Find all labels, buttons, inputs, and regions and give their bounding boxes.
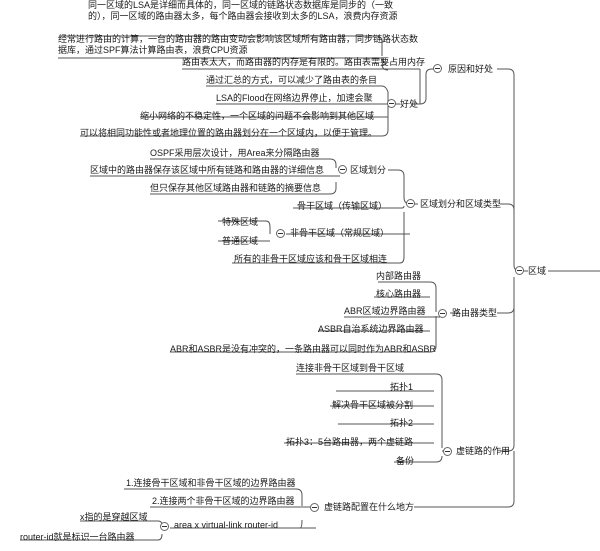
collapse-command-toggle[interactable] <box>160 522 169 531</box>
node-backbone-area: 骨干区域（传输区域） <box>297 201 388 211</box>
node-stability: 缩小网络的不稳定性，一个区域的问题不会影响到其他区域 <box>140 111 375 121</box>
collapse-area-division-toggle[interactable] <box>338 165 347 174</box>
node-benefits[interactable]: 好处 <box>400 99 419 109</box>
node-non-backbone-connect: 所有的非骨干区域应该和骨干区域相连 <box>234 254 388 264</box>
collapse-virtual-link-config-toggle[interactable] <box>310 503 319 512</box>
node-topology-3: 拓扑3：5台路由器，两个虚链路 <box>286 437 414 447</box>
node-non-backbone-area[interactable]: 非骨干区域（常规区域） <box>290 228 390 238</box>
node-backbone-split: 解决骨干区域被分割 <box>332 400 414 410</box>
node-router-types[interactable]: 路由器类型 <box>452 308 498 318</box>
node-lsa-memory: 同一区域的LSA是详细而具体的，同一区域的链路状态数据库是同步的（一致的），同一… <box>88 0 398 21</box>
node-router-id-note: router-id就是标识一台路由器 <box>20 532 135 542</box>
node-virtual-link-config[interactable]: 虚链路配置在什么地方 <box>324 502 415 512</box>
node-connect-to-backbone: 连接非骨干区域到骨干区域 <box>296 363 405 373</box>
node-backup: 备份 <box>396 456 415 466</box>
collapse-router-types-toggle[interactable] <box>438 309 447 318</box>
collapse-root-toggle[interactable] <box>515 266 524 275</box>
node-topology-2: 拓扑2 <box>390 418 414 428</box>
node-area-detail: 区域中的路由器保存该区域中所有链路和路由器的详细信息 <box>90 165 325 175</box>
node-abr-asbr-note: ABR和ASBR是没有冲突的，一条路由器可以同时作为ABR和ASBR <box>170 344 437 354</box>
node-x-transit-area: x指的是穿越区域 <box>80 512 148 522</box>
node-internal-router: 内部路由器 <box>376 271 422 281</box>
collapse-reasons-toggle[interactable] <box>433 64 442 73</box>
node-summary-other: 但只保存其他区域路由器和链路的摘要信息 <box>150 183 322 193</box>
node-config-backbone-border: 1.连接骨干区域和非骨干区域的边界路由器 <box>126 478 296 488</box>
node-normal-area: 普通区域 <box>222 236 259 246</box>
node-core-router: 核心路由器 <box>376 289 422 299</box>
node-reasons-benefits[interactable]: 原因和好处 <box>448 64 494 74</box>
node-config-two-non-backbone: 2.连接两个非骨干区域的边界路由器 <box>152 496 295 506</box>
collapse-virtual-link-role-toggle[interactable] <box>443 447 452 456</box>
node-area-types[interactable]: 区域划分和区域类型 <box>420 199 502 209</box>
node-topology-1: 拓扑1 <box>390 382 414 392</box>
node-virtual-link-role[interactable]: 虚链路的作用 <box>456 446 511 456</box>
collapse-area-types-toggle[interactable] <box>406 199 415 208</box>
node-area-division[interactable]: 区域划分 <box>350 165 387 175</box>
node-special-area: 特殊区域 <box>222 217 259 227</box>
node-summarization: 通过汇总的方式，可以减少了路由表的条目 <box>206 75 378 85</box>
node-asbr: ASBR自治系统边界路由器 <box>318 324 424 334</box>
collapse-non-backbone-toggle[interactable] <box>276 229 285 238</box>
node-ospf-hierarchy: OSPF采用层次设计，用Area来分隔路由器 <box>150 148 320 158</box>
node-management: 可以将相同功能性或者地理位置的路由器划分在一个区域内，以便于管理。 <box>80 128 378 138</box>
node-route-table-size: 路由表太大，而路由器的内存是有限的。路由表需要占用内存 <box>182 57 426 67</box>
node-lsa-flood-stop: LSA的Flood在网络边界停止，加速会聚 <box>216 93 373 103</box>
node-area-root[interactable]: 区域 <box>528 266 547 276</box>
collapse-benefits-toggle[interactable] <box>387 99 396 108</box>
node-abr: ABR区域边界路由器 <box>344 306 426 316</box>
node-virtual-link-command[interactable]: area x virtual-link router-id <box>174 520 279 530</box>
node-route-calc-cpu: 经常进行路由的计算，一台的路由器的路由变动会影响该区域所有路由器，同步链路状态数… <box>58 34 419 55</box>
